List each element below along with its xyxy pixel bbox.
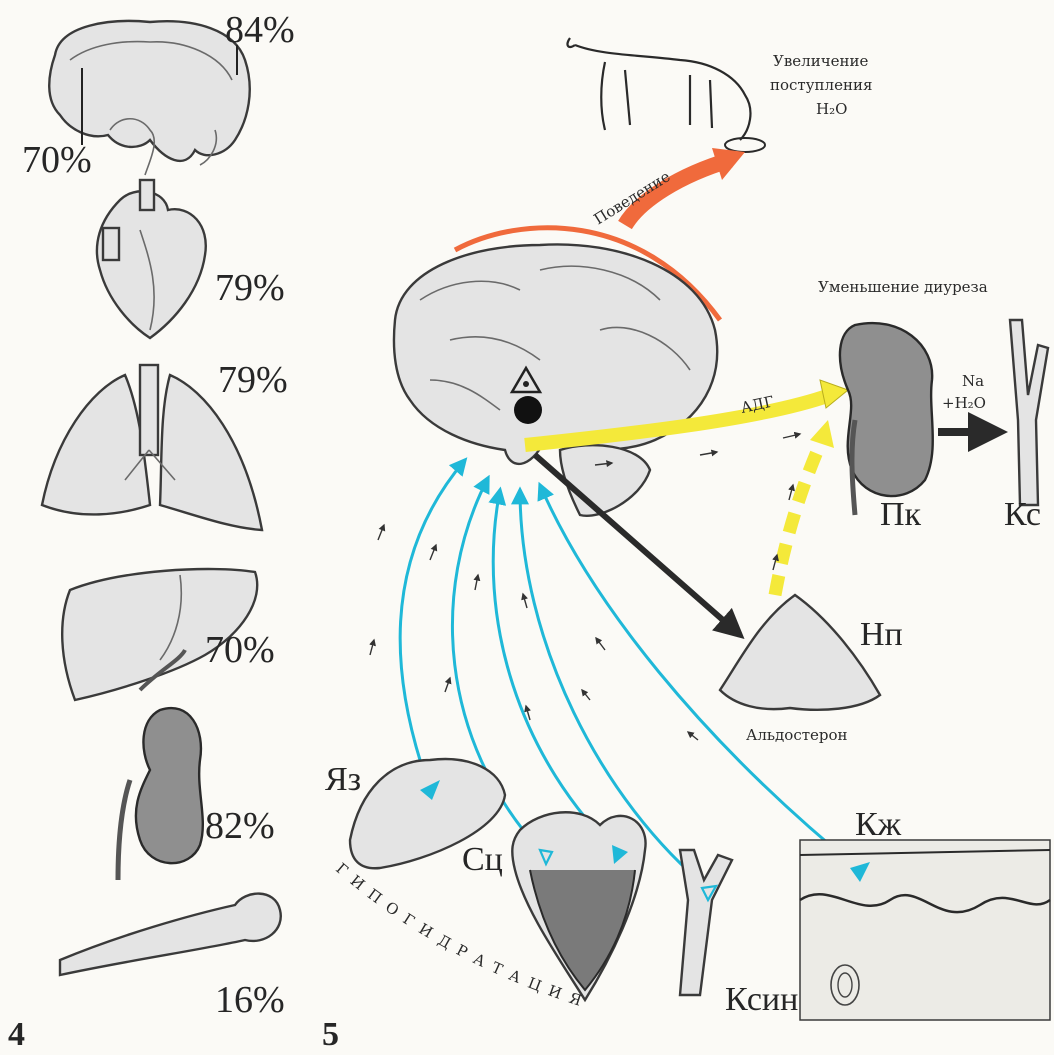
kidney-illustration [118, 708, 203, 880]
lungs-percentage: 79% [218, 359, 288, 401]
liver-percentage: 70% [205, 629, 275, 671]
panel-4-number: 4 [8, 1016, 25, 1053]
brain-percentage-side: 70% [22, 139, 92, 181]
kidney-label: Пк [880, 496, 922, 533]
target-kidney-illustration [840, 323, 933, 515]
diuresis-label: Уменьшение диуреза [818, 278, 988, 296]
na-label: Na [962, 372, 984, 390]
vessel-illustration [1010, 320, 1048, 505]
adrenal-label: Нп [860, 616, 903, 653]
intake-label-line2: поступления [770, 76, 872, 94]
panel-5-number: 5 [322, 1016, 339, 1053]
heart-section-illustration [512, 812, 645, 1000]
adrenal-illustration [720, 595, 880, 710]
panel-4: 84% 70% 79% 79% 70% 82% [8, 9, 295, 1053]
aldosterone-label: Альдостерон [746, 726, 848, 744]
kidney-percentage: 82% [205, 805, 275, 847]
sinus-label: Ксин [725, 981, 798, 1018]
dog-drinking-illustration [568, 38, 765, 152]
carotid-sinus-illustration [680, 850, 732, 995]
bone-illustration [60, 894, 281, 975]
tongue-label: Яз [325, 761, 361, 798]
skin-section-illustration [800, 840, 1050, 1020]
intake-label-line3: H₂O [816, 100, 847, 118]
na-water-label: +H₂O [942, 394, 986, 412]
bone-percentage: 16% [215, 979, 285, 1021]
intake-label-line1: Увеличение [773, 52, 868, 70]
aldosterone-arrow [775, 440, 822, 595]
aldosterone-arrowhead [810, 420, 834, 448]
skin-label: Кж [855, 806, 902, 843]
heart-illustration [97, 180, 206, 338]
heart-percentage: 79% [215, 267, 285, 309]
vessel-label: Кс [1004, 496, 1041, 533]
brain-percentage-top: 84% [225, 9, 295, 51]
afferent-path-tongue [400, 460, 465, 790]
heart-label: Сц [462, 841, 503, 878]
panel-5: Увеличение поступления H₂O Поведение АДГ [322, 38, 1050, 1053]
